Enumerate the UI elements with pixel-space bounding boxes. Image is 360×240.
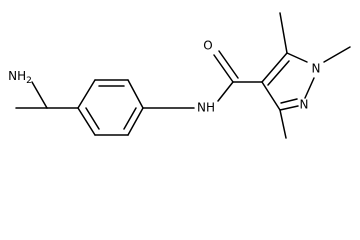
bond-nh2-ch: [31, 81, 48, 109]
bond-c3-c4: [261, 81, 281, 111]
bond-c4-c5-double: [267, 60, 290, 86]
amide-nh-label: NH: [197, 101, 215, 115]
pyrazole-n1-label: N: [312, 62, 321, 76]
bond-ring-double-2: [123, 107, 137, 130]
bond-c3-methyl: [279, 109, 287, 139]
pyrazole-n2-label: N: [300, 98, 309, 112]
molecule-canvas: NH2 NH O N N: [8, 12, 351, 139]
amine-label: NH2: [8, 69, 32, 86]
chemical-structure: NH2 NH O N N: [8, 12, 351, 139]
bond-ring-6: [77, 107, 96, 136]
bond-ring-3: [127, 79, 144, 109]
bond-c4-c5: [261, 52, 288, 83]
bond-n1-methyl: [323, 46, 351, 63]
bond-ring-double-3: [85, 107, 100, 130]
bond-carbonyl-o-1: [213, 54, 234, 83]
bond-c5-methyl: [279, 12, 288, 54]
bond-n2-c3: [279, 105, 299, 111]
amine-label-text: NH: [8, 69, 26, 83]
bond-carbonyl-o-2: [218, 50, 239, 79]
bond-c5-n1: [286, 52, 308, 63]
amine-label-subscript: 2: [26, 76, 32, 86]
bond-nh-carbonyl: [217, 81, 234, 102]
bond-n1-n2: [304, 77, 315, 99]
bond-ring-1: [77, 79, 96, 109]
carbonyl-oxygen-label: O: [203, 39, 212, 53]
bond-ring-4: [127, 107, 144, 136]
bond-n2-c3-double: [280, 98, 298, 104]
